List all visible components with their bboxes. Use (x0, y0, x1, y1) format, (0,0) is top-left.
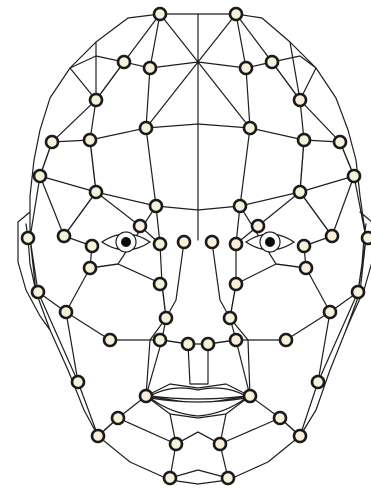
landmark-point (352, 286, 364, 298)
landmark-point (144, 62, 156, 74)
landmark-point (160, 312, 172, 324)
landmark-point (84, 262, 96, 274)
brow-web-l (40, 140, 96, 236)
landmark-point (244, 390, 256, 402)
landmark-point (240, 62, 252, 74)
landmark-point (214, 438, 226, 450)
landmark-point (154, 8, 166, 20)
landmark-point (150, 200, 162, 212)
landmark-point (294, 94, 306, 106)
landmark-point (72, 376, 84, 388)
landmark-point (326, 230, 338, 242)
landmark-point (348, 170, 360, 182)
nose-bridge-r (208, 242, 236, 344)
landmark-point (140, 122, 152, 134)
left-eye (102, 232, 150, 252)
landmark-point (222, 472, 234, 484)
landmark-point (274, 412, 286, 424)
landmark-point (234, 200, 246, 212)
upper-lip (150, 388, 246, 399)
right-pupil (265, 237, 275, 247)
landmark-point (112, 412, 124, 424)
landmark-point (60, 306, 72, 318)
landmark-point (334, 136, 346, 148)
landmark-point (34, 170, 46, 182)
landmark-point (206, 236, 218, 248)
landmark-point (298, 134, 310, 146)
lower-lip (150, 398, 246, 416)
landmark-point (154, 278, 166, 290)
landmark-point (230, 334, 242, 346)
landmark-point (298, 240, 310, 252)
cheek-r4 (318, 292, 358, 382)
lips (150, 388, 246, 416)
landmark-point (90, 186, 102, 198)
landmark-point (252, 220, 264, 232)
landmark-point (90, 94, 102, 106)
chin-bottom (170, 470, 228, 478)
right-eye (246, 232, 294, 252)
landmark-point (266, 56, 278, 68)
forehead-diag-l2 (146, 14, 160, 206)
landmark-point (154, 238, 166, 250)
landmark-point (104, 334, 116, 346)
chin-r (220, 418, 300, 478)
landmark-point (294, 430, 306, 442)
chin-l (98, 418, 176, 478)
landmark-point (294, 186, 306, 198)
landmark-point (244, 122, 256, 134)
landmark-point (202, 338, 214, 350)
landmark-point (230, 238, 242, 250)
landmark-point (46, 136, 58, 148)
landmark-point (84, 134, 96, 146)
landmark-point (300, 262, 312, 274)
left-pupil (121, 237, 131, 247)
landmark-point (178, 236, 190, 248)
landmark-point (154, 334, 166, 346)
cheek-l4 (38, 292, 78, 382)
landmark-point (224, 312, 236, 324)
landmark-point (164, 472, 176, 484)
landmark-point (312, 376, 324, 388)
landmark-point (58, 230, 70, 242)
landmark-point (170, 438, 182, 450)
landmark-point (140, 390, 152, 402)
forehead-diag-r2 (236, 14, 250, 206)
landmark-point (230, 278, 242, 290)
landmark-point (280, 334, 292, 346)
right-ear-outline (346, 212, 371, 330)
landmark-point (230, 8, 242, 20)
landmark-point (92, 430, 104, 442)
landmark-point (22, 232, 34, 244)
landmark-point (182, 338, 194, 350)
brow-web-r (300, 140, 354, 236)
nose-bridge-l (162, 242, 188, 344)
landmark-point (324, 306, 336, 318)
landmark-point (86, 240, 98, 252)
landmark-point (362, 232, 371, 244)
landmark-point (134, 220, 146, 232)
landmark-point (118, 56, 130, 68)
nose-base (162, 340, 236, 344)
landmark-point (32, 286, 44, 298)
